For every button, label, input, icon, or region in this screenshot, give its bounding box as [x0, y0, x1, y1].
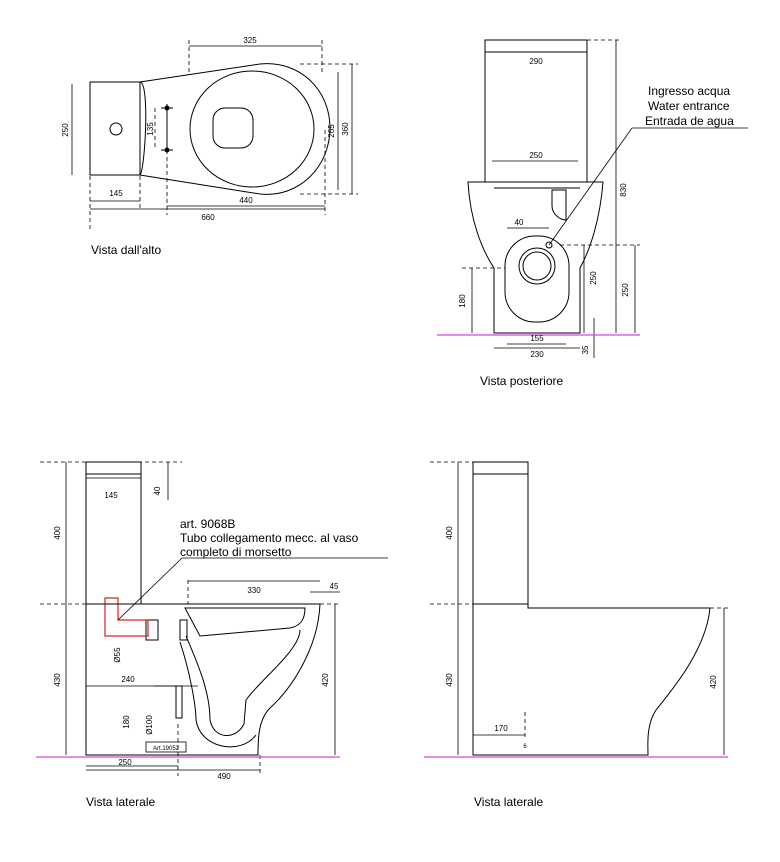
top-dim-325: 325: [243, 36, 257, 45]
rear-dim-35: 35: [581, 345, 590, 354]
top-tank-outline: [89, 81, 141, 176]
top-dim-660: 660: [201, 213, 215, 222]
rear-outlet-ring-inner: [522, 251, 552, 281]
side-left-art-code: Art.19052: [153, 746, 180, 752]
side-view-left: 145 40 400 330 45 430 420 Ø55 240 180 Ø1…: [36, 461, 388, 809]
side-right-dim-400: 400: [445, 526, 454, 540]
side-left-dim-240: 240: [121, 675, 135, 684]
side-left-article-desc: Tubo collegamento mecc. al vaso: [180, 531, 359, 545]
top-dim-440: 440: [239, 196, 253, 205]
rear-inlet-slot: [551, 189, 567, 221]
top-tank-hole: [109, 122, 123, 136]
side-left-outlet-pipe: [175, 685, 183, 719]
side-right-tank-lid: [472, 461, 529, 475]
rear-dim-830: 830: [619, 183, 628, 197]
rear-water-inlet: [545, 241, 553, 249]
top-bowl-outline: [139, 63, 331, 195]
side-left-tank-lid: [85, 461, 142, 475]
side-left-dim-180: 180: [122, 715, 131, 729]
side-left-trap-outer: [179, 641, 257, 748]
side-left-dim-d100: Ø100: [145, 715, 154, 735]
side-right-caption: Vista laterale: [474, 795, 543, 809]
top-dim-250: 250: [61, 123, 70, 137]
side-left-dim-400: 400: [53, 526, 62, 540]
top-bowl-rim: [189, 70, 315, 188]
rear-dim-250-inner: 250: [589, 271, 598, 285]
rear-dim-40: 40: [515, 218, 524, 227]
top-tank-curve: [139, 81, 147, 176]
side-left-article-clamp: completo di morsetto: [180, 545, 292, 559]
side-right-tank-body: [472, 473, 529, 605]
side-left-dim-145: 145: [104, 491, 118, 500]
side-left-connector: [145, 619, 159, 641]
side-left-dim-490: 490: [217, 772, 231, 781]
rear-outlet-oval: [504, 235, 570, 323]
rear-dim-250-outer: 250: [621, 283, 630, 297]
top-bowl-drain: [212, 107, 254, 149]
rear-dim-250-top: 250: [529, 151, 543, 160]
rear-view-caption: Vista posteriore: [480, 374, 563, 388]
side-left-caption: Vista laterale: [86, 795, 155, 809]
side-left-art-tag: [145, 741, 187, 753]
side-left-trap: [185, 629, 301, 736]
side-left-coupling-pipe: [104, 597, 149, 637]
rear-dim-155: 155: [530, 334, 544, 343]
rear-note-it: Ingresso acqua: [648, 84, 730, 98]
rear-bowl-outline: [467, 181, 604, 334]
side-left-article-code: art. 9068B: [180, 517, 235, 531]
side-left-article-leader: [117, 557, 183, 621]
top-view-caption: Vista dall'alto: [91, 243, 161, 257]
rear-view: 290 830 250 40 250 250 180 155 230 35 In…: [437, 39, 748, 388]
side-left-dim-45: 45: [330, 582, 339, 591]
rear-dim-290: 290: [529, 57, 543, 66]
side-view-right: 400 430 420 170 6 Vista laterale: [424, 461, 730, 809]
side-left-body-outline: [85, 603, 321, 756]
rear-note-es: Entrada de agua: [645, 114, 734, 128]
top-fixing-hole-a: [164, 105, 170, 111]
side-right-dim-430: 430: [445, 673, 454, 687]
rear-tank-lid: [484, 39, 588, 53]
side-right-dim-170: 170: [494, 724, 508, 733]
side-left-dim-d55: Ø55: [113, 647, 122, 663]
side-left-dim-420: 420: [321, 673, 330, 687]
side-left-dim-250: 250: [118, 758, 132, 767]
side-right-dim-6: 6: [523, 744, 527, 750]
top-dim-145: 145: [109, 189, 123, 198]
side-left-dim-40: 40: [153, 486, 162, 495]
side-left-connector-b: [179, 619, 188, 641]
rear-outlet-ring-outer: [518, 247, 556, 285]
side-left-dim-330: 330: [247, 586, 261, 595]
side-left-bowl-rim: [184, 607, 306, 637]
top-dim-360: 360: [341, 122, 350, 136]
side-right-dim-420: 420: [709, 675, 718, 689]
rear-dim-230: 230: [530, 350, 544, 359]
top-dim-265: 265: [327, 124, 336, 138]
rear-note-leader: [548, 127, 633, 246]
top-dim-135: 135: [146, 122, 155, 136]
rear-dim-180: 180: [458, 294, 467, 308]
rear-tank-body: [484, 51, 588, 183]
side-left-dim-430: 430: [53, 673, 62, 687]
top-view: 325 250 135 265 360 145 440 660 Vista da…: [61, 36, 358, 257]
side-right-body-outline: [472, 603, 711, 756]
rear-note-en: Water entrance: [648, 99, 730, 113]
